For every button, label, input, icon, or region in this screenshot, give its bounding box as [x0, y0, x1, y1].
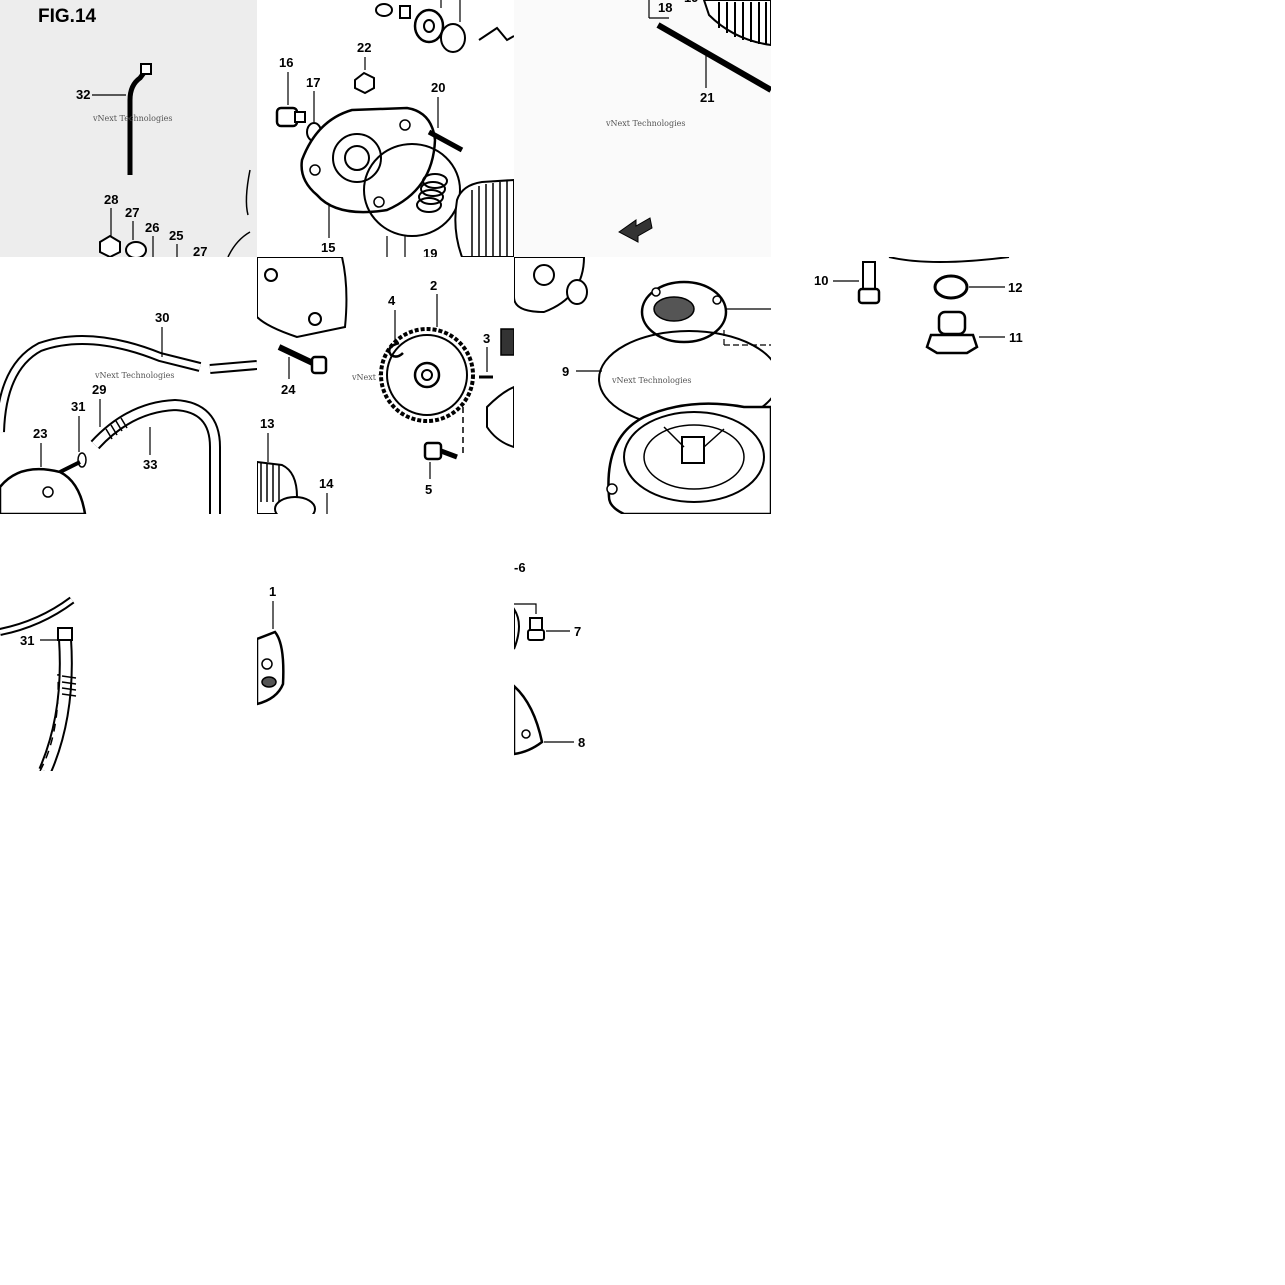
tile-center-drawing: 24 vNext Technologies 2 4 3 5 [257, 257, 514, 514]
callout-18: 18 [658, 0, 672, 15]
callout-6: -6 [514, 560, 526, 575]
callout-24: 24 [281, 382, 296, 397]
tile-middle-left-drawing: 30 vNext Technologies 33 29 31 23 [0, 257, 257, 514]
front-direction-arrow-icon [618, 217, 653, 243]
callout-4: 4 [388, 293, 396, 308]
oil-level-gauge-shape [127, 68, 148, 175]
callout-31-secondary: 31 [20, 633, 34, 648]
callout-12: 12 [1008, 280, 1022, 295]
callout-19-top: 19 [684, 0, 698, 5]
tile-bottom-right-drawing: -6 7 8 [514, 514, 771, 771]
tile-bottom-right: -6 7 8 [514, 514, 771, 771]
tile-top-left: FIG.14 32 vNext Technologies 28 27 26 25… [0, 0, 257, 257]
callout-27-secondary: 27 [193, 244, 207, 257]
callout-11: 11 [1009, 330, 1023, 345]
callout-23: 23 [33, 426, 47, 441]
callout-2: 2 [430, 278, 437, 293]
callout-28: 28 [104, 192, 118, 207]
tile-top-right-drawing: 18 19 21 vNext Technologies [514, 0, 771, 257]
oil-pan-shape [514, 684, 544, 756]
tile-center: 24 vNext Technologies 2 4 3 5 [257, 257, 514, 514]
callout-20: 20 [431, 80, 445, 95]
callout-22: 22 [357, 40, 371, 55]
callout-21: 21 [700, 90, 714, 105]
callout-16: 16 [279, 55, 293, 70]
watermark: vNext Technologies [92, 114, 172, 123]
callout-29: 29 [92, 382, 106, 397]
spring-shape [416, 173, 448, 213]
tile-top-right: 18 19 21 vNext Technologies [514, 0, 771, 257]
callout-10: 10 [814, 273, 828, 288]
callout-3: 3 [483, 331, 490, 346]
callout-15: 15 [321, 240, 335, 255]
tile-bottom-left: 31 [0, 514, 257, 771]
callout-33: 33 [143, 457, 157, 472]
tile-top-middle-drawing: 16 17 22 20 [257, 0, 514, 257]
tile-middle-right-drawing: 9 vNext Technologies [514, 257, 771, 514]
callout-14: 14 [319, 476, 334, 491]
tile-bottom-left-drawing: 31 [0, 514, 257, 771]
tile-top-middle: 16 17 22 20 [257, 0, 514, 257]
callout-8: 8 [578, 735, 585, 750]
watermark-5: vNext Technologies [611, 376, 691, 385]
callout-1: 1 [269, 584, 276, 599]
callout-5: 5 [425, 482, 432, 497]
callout-26: 26 [145, 220, 159, 235]
watermark-2: vNext Technologies [605, 119, 685, 128]
tile-far-right: 10 12 11 [771, 257, 1028, 367]
callout-32: 32 [76, 87, 90, 102]
bolt-21-shape [656, 22, 771, 93]
tile-middle-left: 30 vNext Technologies 33 29 31 23 [0, 257, 257, 514]
tile-top-left-drawing: FIG.14 32 vNext Technologies 28 27 26 25… [0, 0, 257, 257]
callout-13: 13 [260, 416, 274, 431]
callout-9: 9 [562, 364, 569, 379]
tile-middle-right: 9 vNext Technologies [514, 257, 771, 514]
tile-bottom-center-drawing: 1 [257, 514, 514, 771]
figure-title: FIG.14 [38, 6, 97, 27]
callout-7: 7 [574, 624, 581, 639]
callout-31: 31 [71, 399, 85, 414]
tile-bottom-center: 1 [257, 514, 514, 771]
callout-30: 30 [155, 310, 169, 325]
callout-27: 27 [125, 205, 139, 220]
callout-17: 17 [306, 75, 320, 90]
watermark-3: vNext Technologies [94, 371, 174, 380]
tile-far-right-drawing: 10 12 11 [771, 257, 1028, 367]
callout-19: 19 [423, 246, 437, 257]
bolt-24-shape [277, 344, 319, 368]
callout-25: 25 [169, 228, 183, 243]
